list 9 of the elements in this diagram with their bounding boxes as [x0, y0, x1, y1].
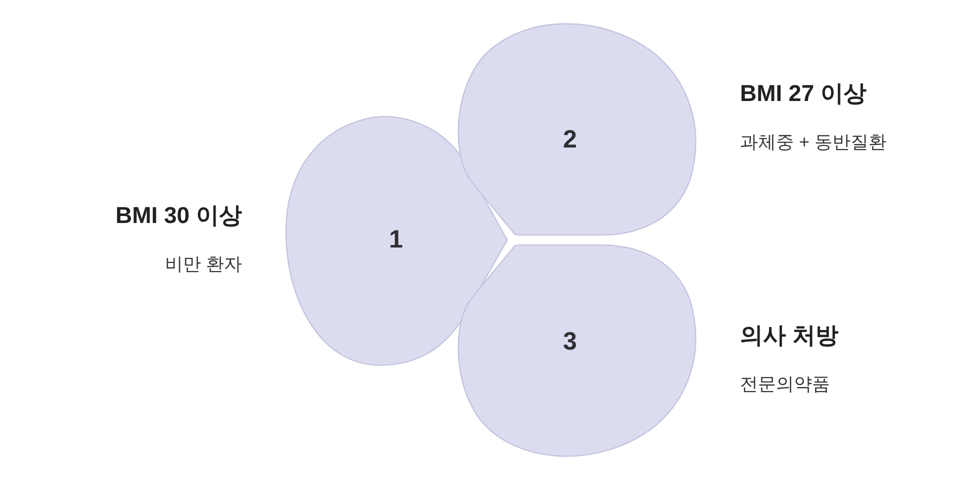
- petal-number: 3: [563, 328, 577, 356]
- description: 비만 환자: [164, 253, 242, 276]
- description: 과체중 + 동반질환: [740, 131, 887, 154]
- petal-number: 2: [563, 126, 577, 154]
- description: 전문의약품: [740, 373, 830, 396]
- heading: BMI 27 이상: [740, 79, 867, 108]
- heading: BMI 30 이상: [115, 201, 242, 230]
- heading: 의사 처방: [740, 321, 838, 350]
- petal-number: 1: [389, 226, 403, 254]
